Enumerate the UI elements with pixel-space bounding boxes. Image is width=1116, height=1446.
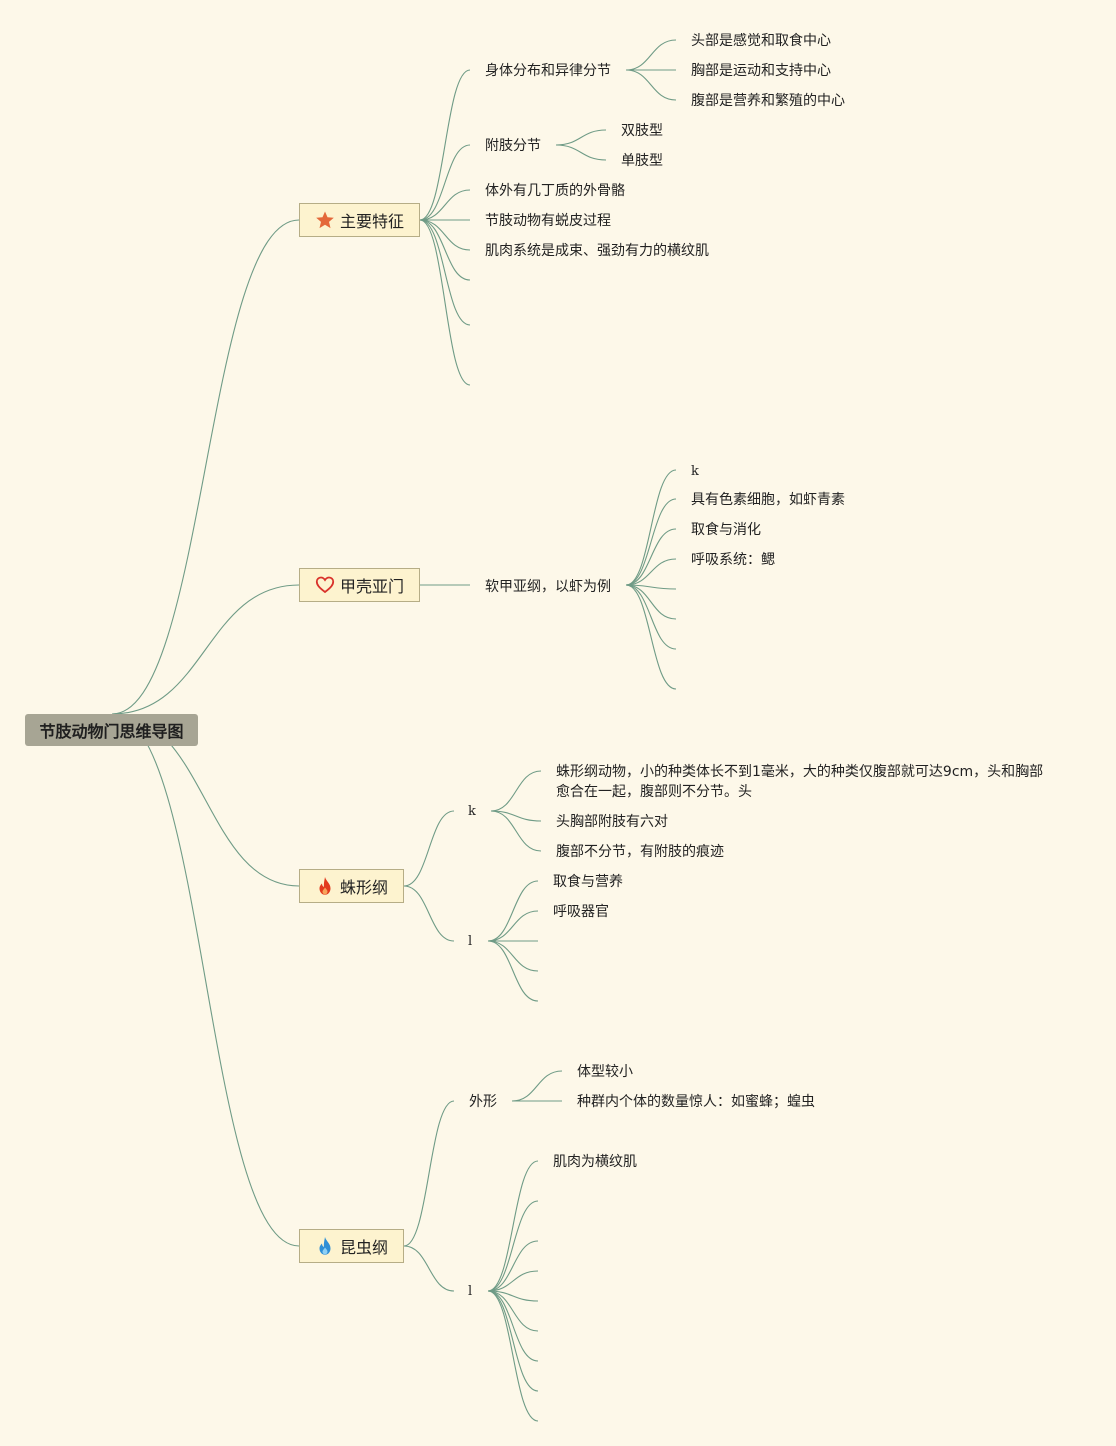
branch-label: 甲壳亚门 (339, 577, 404, 596)
flame-blue-icon (315, 1236, 335, 1256)
fire-icon (315, 876, 335, 896)
leaf-connector (490, 810, 542, 852)
branch-label: 蛛形纲 (339, 878, 388, 897)
leaf-connector (625, 69, 677, 101)
leaf-connector (625, 498, 677, 586)
branch-connector (419, 219, 471, 386)
leaf-connector (625, 584, 677, 690)
leaf-connector (487, 1290, 539, 1422)
root-connector (111, 713, 300, 1247)
node-muscle-system[interactable]: 肌肉系统是成束、强劲有力的横纹肌 (485, 243, 709, 259)
branch-crustacea[interactable]: 甲壳亚门 (299, 568, 420, 602)
branch-connector (419, 144, 471, 221)
branch-connector (403, 885, 455, 942)
node-l[interactable]: l (468, 934, 473, 949)
leaf-connector (555, 129, 607, 146)
leaf-connector (487, 1200, 539, 1292)
node-striated-muscle[interactable]: 肌肉为横纹肌 (553, 1154, 637, 1170)
branch-label: 昆虫纲 (339, 1238, 388, 1257)
heart-icon (315, 575, 335, 595)
leaf-connector (487, 1290, 539, 1392)
branch-connector (419, 219, 471, 251)
node-head-center[interactable]: 头部是感觉和取食中心 (691, 33, 831, 49)
branch-insecta[interactable]: 昆虫纲 (299, 1229, 404, 1263)
node-small-body[interactable]: 体型较小 (577, 1064, 633, 1080)
leaf-connector (625, 39, 677, 71)
node-appendage-segmentation[interactable]: 附肢分节 (485, 138, 541, 154)
node-huge-population[interactable]: 种群内个体的数量惊人：如蜜蜂；蝗虫 (577, 1094, 815, 1110)
node-six-pairs[interactable]: 头胸部附肢有六对 (556, 814, 668, 830)
leaf-connector (625, 584, 677, 650)
leaf-connector (487, 880, 539, 942)
leaf-connector (625, 528, 677, 586)
node-pigment-cells[interactable]: 具有色素细胞，如虾青素 (691, 492, 845, 508)
branch-main-features[interactable]: 主要特征 (299, 203, 420, 237)
leaf-connector (490, 770, 542, 812)
node-uniramous[interactable]: 单肢型 (621, 153, 663, 169)
leaf-connector (625, 584, 677, 620)
leaf-connector (625, 469, 677, 586)
node-abdomen-unsegmented[interactable]: 腹部不分节，有附肢的痕迹 (556, 844, 724, 860)
leaf-connector (487, 1290, 539, 1332)
branch-connector (403, 1245, 455, 1292)
root-connector (111, 584, 300, 715)
leaf-connector (490, 810, 542, 822)
leaf-connector (487, 1160, 539, 1292)
leaf-connector (487, 1290, 539, 1302)
leaf-connector (487, 940, 539, 1002)
node-arachnid-size[interactable]: 蛛形纲动物，小的种类体长不到1毫米，大的种类仅腹部就可达9cm，头和胸部愈合在一… (556, 764, 1044, 800)
leaf-connector (625, 584, 677, 590)
branch-connector (419, 189, 471, 221)
node-malacostraca[interactable]: 软甲亚纲，以虾为例 (485, 579, 611, 595)
node-gills[interactable]: 呼吸系统：鳃 (691, 552, 775, 568)
branch-connector (419, 69, 471, 221)
leaf-connector (487, 1290, 539, 1362)
branch-connector (419, 219, 471, 326)
node-external-form[interactable]: 外形 (469, 1094, 497, 1110)
leaf-connector (625, 558, 677, 586)
leaf-connector (487, 940, 539, 972)
leaf-connector (511, 1070, 563, 1102)
node-exoskeleton[interactable]: 体外有几丁质的外骨骼 (485, 183, 625, 199)
leaf-connector (487, 910, 539, 942)
leaf-connector (487, 1240, 539, 1292)
leaf-connector (555, 144, 607, 161)
root-node[interactable]: 节肢动物门思维导图 (25, 714, 198, 746)
root-connector (111, 219, 300, 715)
node-k[interactable]: k (468, 804, 476, 819)
branch-connector (419, 219, 471, 281)
node-molting[interactable]: 节肢动物有蜕皮过程 (485, 213, 611, 229)
star-icon (315, 210, 335, 230)
node-feeding-digestion[interactable]: 取食与消化 (691, 522, 761, 538)
node-body-segmentation[interactable]: 身体分布和异律分节 (485, 63, 611, 79)
branch-connector (403, 1100, 455, 1247)
node-thorax-center[interactable]: 胸部是运动和支持中心 (691, 63, 831, 79)
node-k[interactable]: k (691, 464, 699, 479)
leaf-connector (487, 1270, 539, 1292)
node-feeding-nutrition[interactable]: 取食与营养 (553, 874, 623, 890)
node-l[interactable]: l (468, 1284, 473, 1299)
branch-arachnida[interactable]: 蛛形纲 (299, 869, 404, 903)
branch-connector (403, 810, 455, 887)
node-abdomen-center[interactable]: 腹部是营养和繁殖的中心 (691, 93, 845, 109)
root-title: 节肢动物门思维导图 (39, 722, 184, 741)
node-respiratory-organ[interactable]: 呼吸器官 (553, 904, 609, 920)
node-biramous[interactable]: 双肢型 (621, 123, 663, 139)
branch-label: 主要特征 (339, 212, 404, 231)
